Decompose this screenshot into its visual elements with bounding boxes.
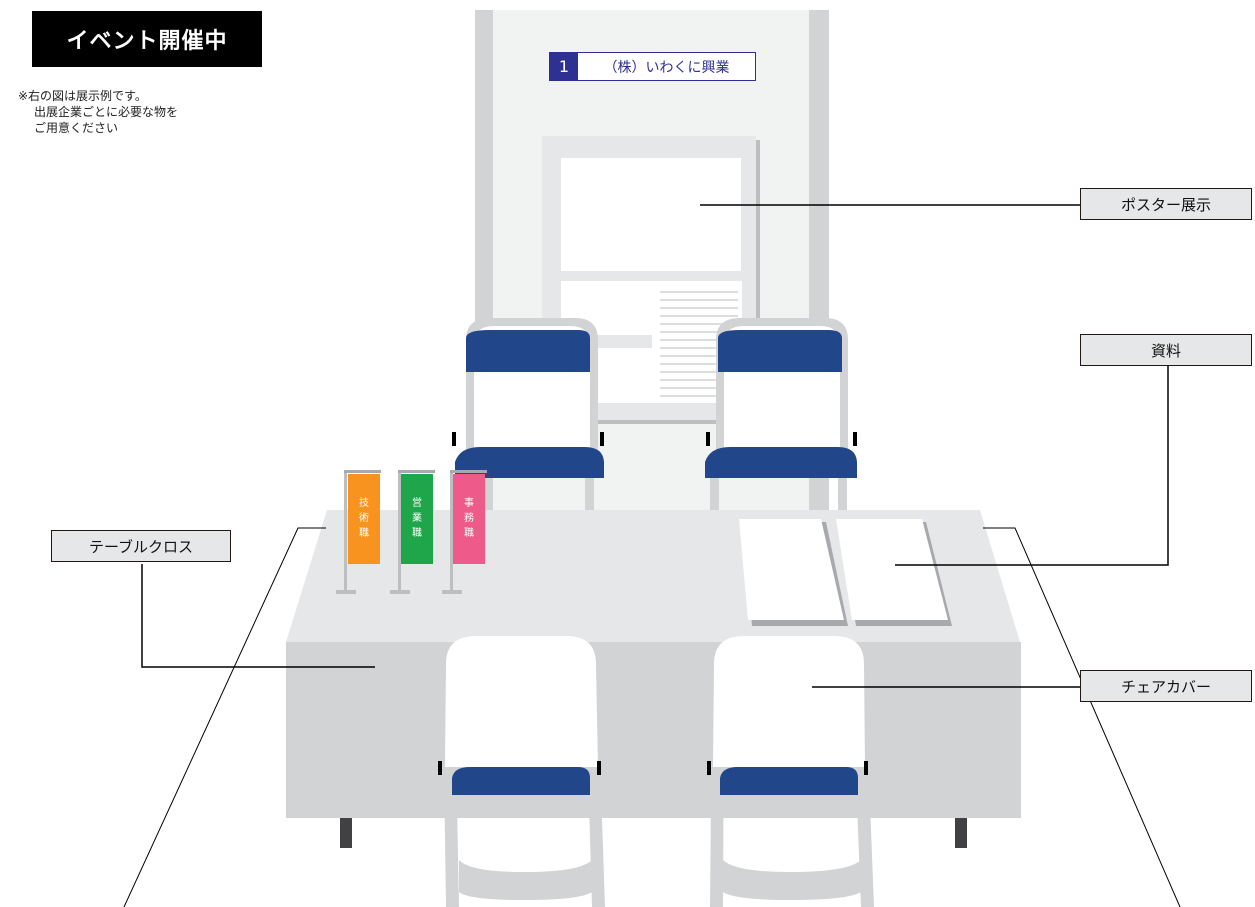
flag-office-text: 事 務 職 (463, 496, 475, 541)
flag-char: 営 (412, 498, 422, 509)
note-line-1: ※右の図は展示例です。 (18, 89, 147, 103)
booth-number: 1 (550, 53, 578, 80)
label-chair-cover: チェアカバー (1080, 670, 1252, 702)
flag-technical-text: 技 術 職 (358, 496, 370, 541)
floor-lines (123, 527, 1181, 907)
booth-sign: 1 （株）いわくに興業 (549, 52, 756, 81)
company-name: （株）いわくに興業 (603, 59, 730, 76)
flag-char: 職 (359, 528, 369, 539)
front-chair-right (707, 636, 874, 907)
documents (739, 519, 952, 626)
event-badge: イベント開催中 (32, 11, 262, 67)
flag-technical (348, 474, 380, 564)
flag-char: 術 (359, 513, 369, 524)
flag-stands (336, 470, 487, 594)
flag-sales-text: 営 業 職 (411, 496, 423, 541)
label-materials: 資料 (1080, 334, 1252, 366)
flag-sales (401, 474, 433, 564)
back-chair-left (452, 318, 604, 512)
front-chair-left (438, 636, 605, 907)
flag-char: 職 (412, 528, 422, 539)
leader-lines (141, 204, 1169, 688)
label-tablecloth: テーブルクロス (51, 530, 231, 562)
flag-char: 業 (412, 513, 422, 524)
flag-char: 技 (359, 498, 369, 509)
label-poster: ポスター展示 (1080, 188, 1252, 220)
flag-office (453, 474, 485, 564)
note-line-3: ご用意ください (34, 121, 119, 135)
flag-char: 事 (464, 498, 474, 509)
note-text: ※右の図は展示例です。 出展企業ごとに必要な物を ご用意ください (18, 88, 178, 136)
note-line-2: 出展企業ごとに必要な物を (34, 105, 179, 119)
flag-char: 務 (464, 513, 474, 524)
back-chair-right (705, 318, 857, 512)
flag-char: 職 (464, 528, 474, 539)
